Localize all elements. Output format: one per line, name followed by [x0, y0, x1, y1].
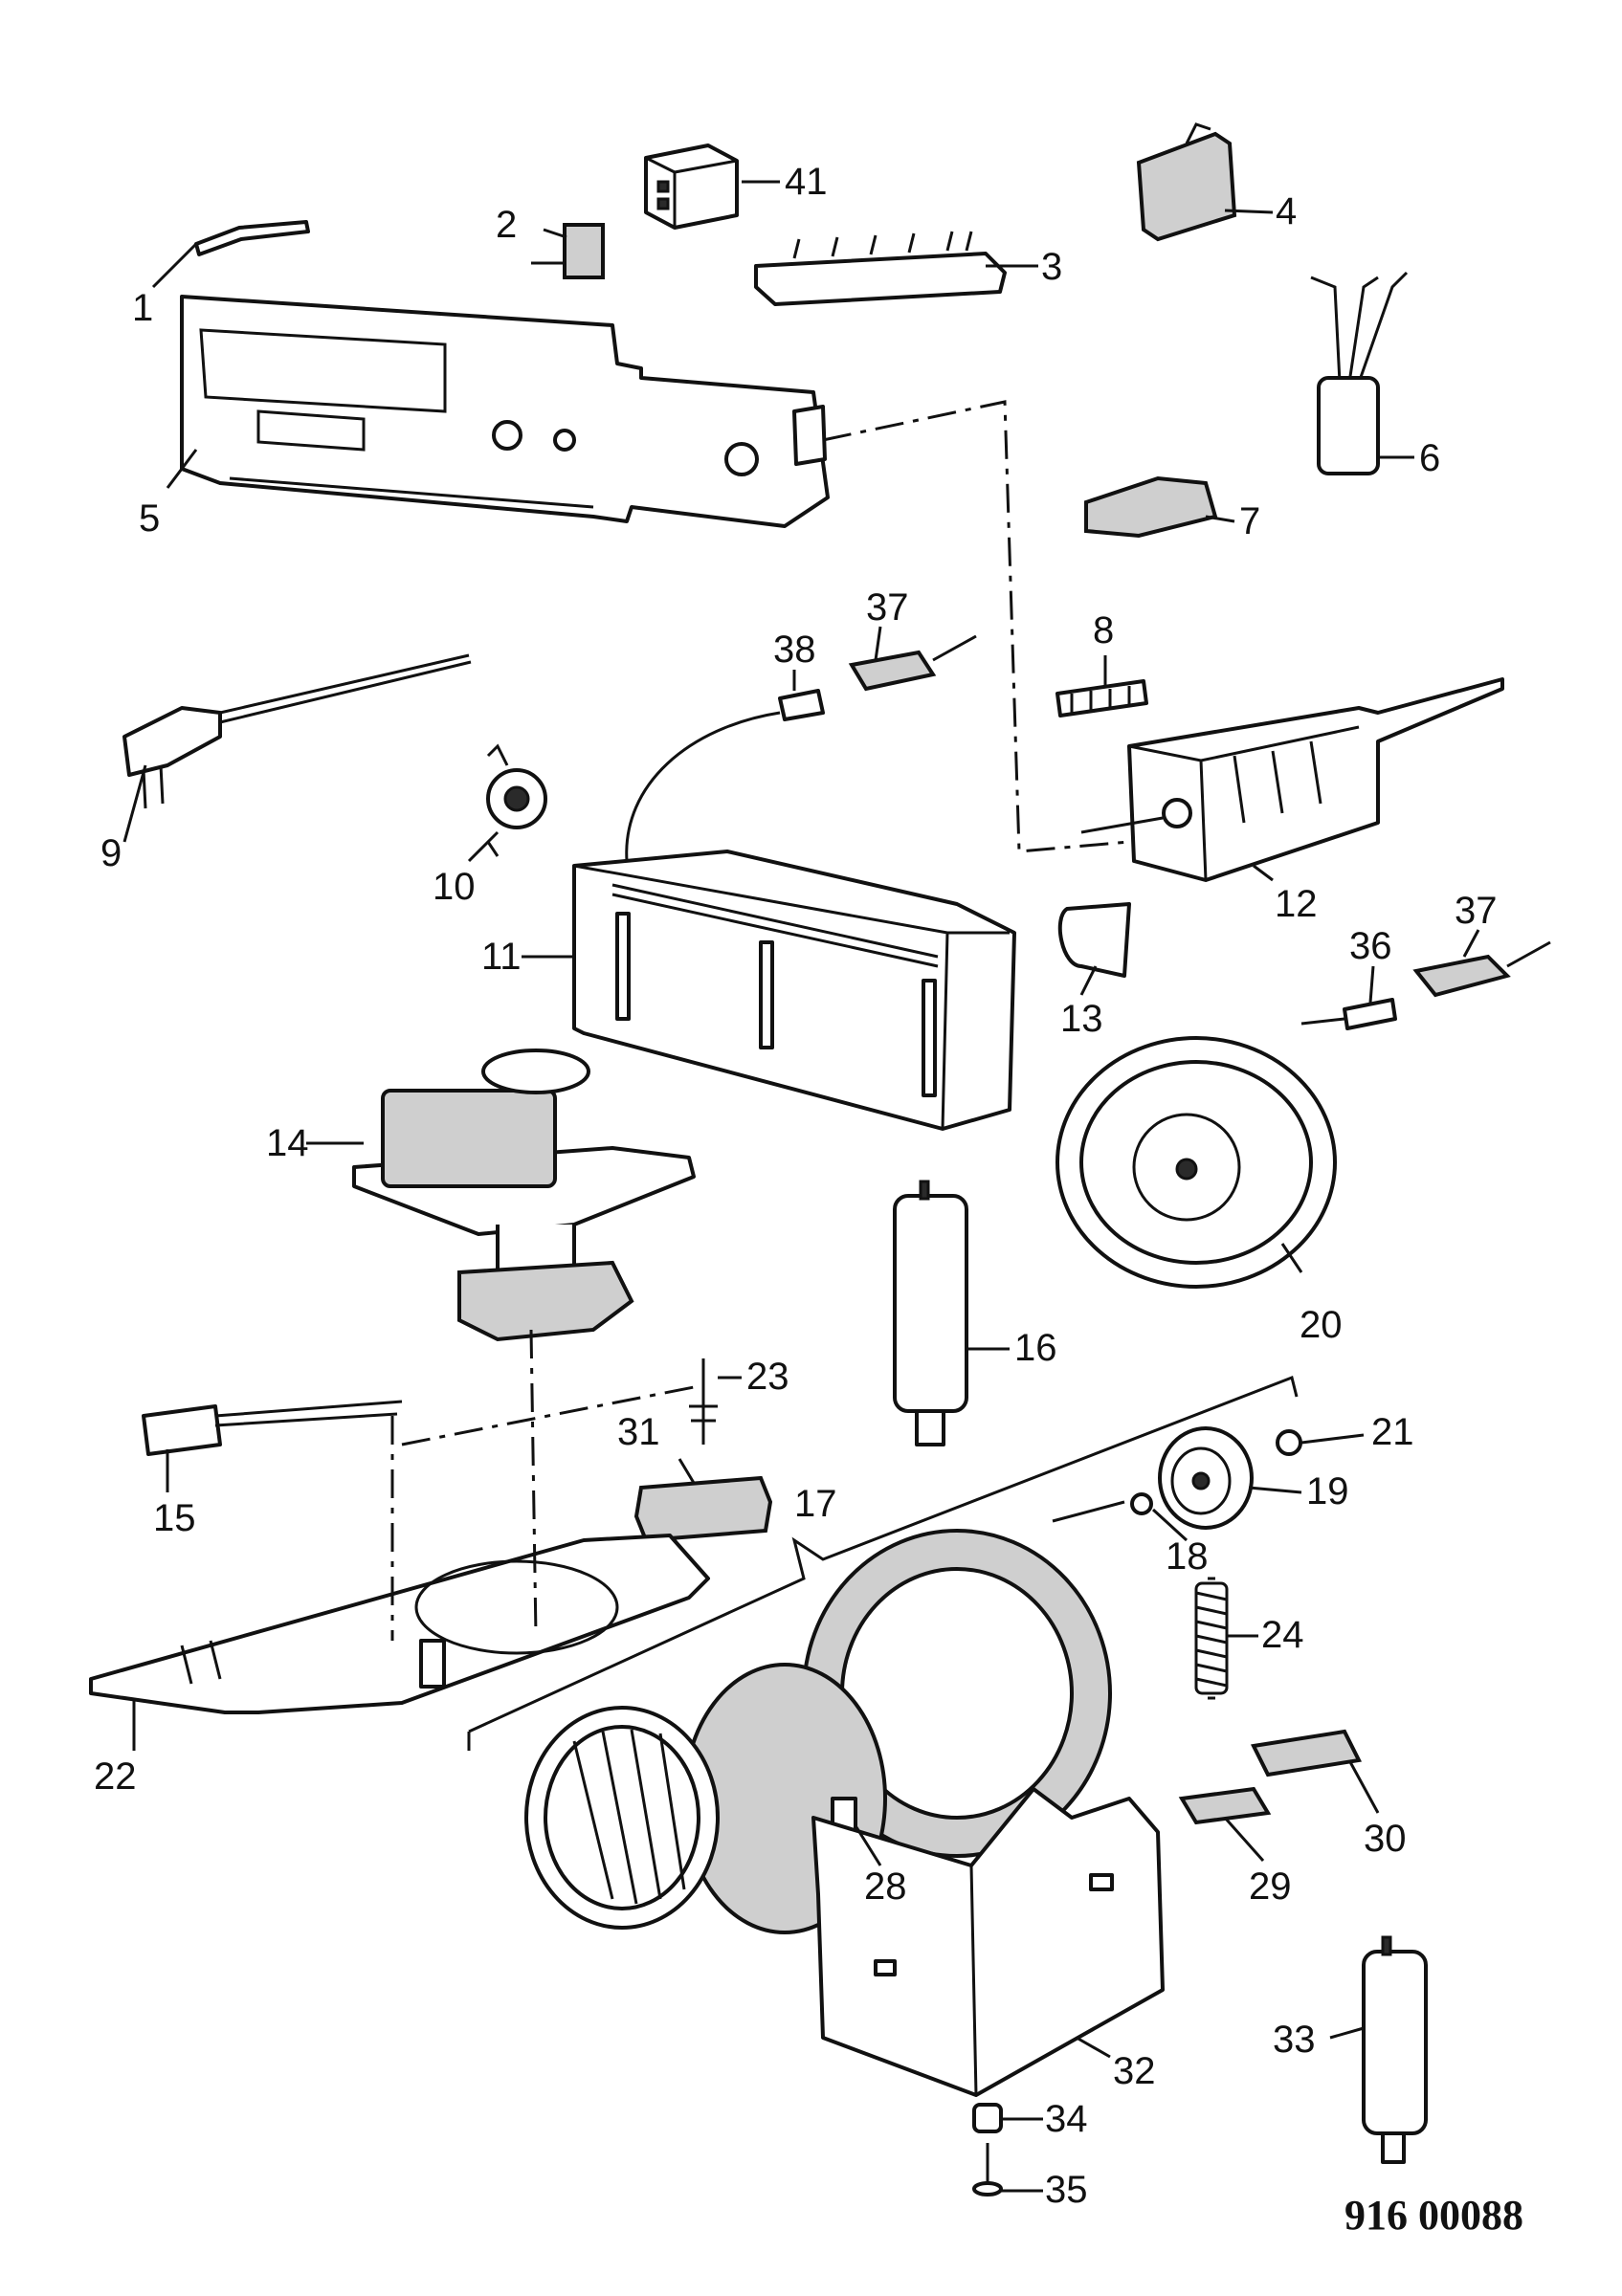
part-15-microswitch [142, 1400, 403, 1456]
part-33-capacitor [1362, 1935, 1428, 2164]
part-10-thermostat [486, 743, 547, 857]
part-29-connector-strip [1178, 1786, 1272, 1825]
callout-36: 36 [1349, 925, 1392, 967]
part-18-washer [1130, 1492, 1153, 1515]
part-38-connector [625, 689, 825, 862]
assembly-lines [390, 400, 1130, 1641]
callout-31: 31 [617, 1411, 660, 1453]
section-divider-17 [467, 1375, 1299, 1751]
part-21-nut [1276, 1429, 1302, 1456]
callout-28: 28 [864, 1866, 907, 1908]
callout-32: 32 [1113, 2050, 1156, 2092]
part-6-suppressor [1310, 271, 1409, 475]
part-3-terminal-strip [754, 231, 1007, 306]
callout-11: 11 [481, 936, 522, 978]
callout-4: 4 [1276, 190, 1297, 232]
callout-37-right: 37 [1455, 890, 1498, 932]
part-13-bracket-clip [1057, 902, 1131, 978]
callout-12: 12 [1275, 883, 1318, 925]
part-37-connector-right [1412, 940, 1551, 998]
part-20-fan-wheel [1055, 1036, 1337, 1289]
leader-lines [122, 180, 1480, 2193]
callout-17: 17 [794, 1483, 837, 1525]
part-35-screw [972, 2143, 1003, 2197]
callout-9: 9 [100, 832, 122, 874]
part-30-connector-strip [1250, 1729, 1363, 1777]
callout-18: 18 [1166, 1535, 1209, 1578]
part-31-pad [633, 1475, 773, 1543]
part-12-heater-housing [1080, 677, 1504, 882]
drawing-reference-number: 916 00088 [1344, 2192, 1523, 2239]
callout-33: 33 [1273, 2019, 1316, 2061]
callout-13: 13 [1060, 998, 1103, 1040]
callout-19: 19 [1306, 1470, 1349, 1512]
part-1-sensor-probe [194, 220, 310, 256]
part-4-programmer [1136, 122, 1237, 242]
part-24-spring [1194, 1577, 1229, 1700]
callout-2: 2 [496, 204, 517, 246]
callout-37-top: 37 [866, 586, 909, 629]
callout-labels: 1 2 3 4 5 6 7 8 9 10 11 12 13 14 15 16 1… [94, 161, 1498, 2211]
callout-15: 15 [153, 1497, 196, 1539]
callout-16: 16 [1014, 1327, 1057, 1369]
callout-20: 20 [1300, 1304, 1343, 1346]
callout-22: 22 [94, 1755, 137, 1798]
callout-24: 24 [1261, 1614, 1304, 1656]
part-8-connector [1055, 679, 1148, 718]
callout-35: 35 [1045, 2169, 1088, 2211]
part-11-heating-element [572, 850, 1016, 1131]
callout-8: 8 [1093, 609, 1114, 651]
part-19-pulley [1158, 1426, 1254, 1530]
callout-29: 29 [1249, 1866, 1292, 1908]
part-34-grommet [972, 2103, 1003, 2133]
callout-1: 1 [132, 287, 153, 329]
part-9-mains-plug [122, 653, 472, 809]
part-2-switch [531, 223, 605, 279]
part-36-connector [1300, 998, 1397, 1030]
part-41-relay [644, 144, 739, 230]
callout-21: 21 [1371, 1411, 1414, 1453]
callout-38: 38 [773, 629, 816, 671]
callout-3: 3 [1041, 246, 1062, 288]
callout-7: 7 [1239, 500, 1260, 542]
part-37-connector-top [848, 634, 977, 692]
part-32-motor-cradle [811, 1787, 1165, 2097]
part-16-capacitor [893, 1180, 968, 1446]
callout-34: 34 [1045, 2098, 1088, 2140]
callout-10: 10 [433, 866, 476, 908]
callout-30: 30 [1364, 1818, 1407, 1860]
callout-41: 41 [785, 161, 828, 203]
part-23-pin [689, 1358, 718, 1445]
part-22-base-plate [89, 1534, 710, 1714]
part-5-control-panel-chassis [180, 295, 830, 528]
part-14-motor [352, 1049, 696, 1342]
callout-6: 6 [1419, 437, 1440, 479]
callout-14: 14 [266, 1122, 309, 1164]
part-7-terminal-block [1084, 475, 1218, 539]
callout-23: 23 [746, 1356, 789, 1398]
callout-5: 5 [139, 497, 160, 540]
